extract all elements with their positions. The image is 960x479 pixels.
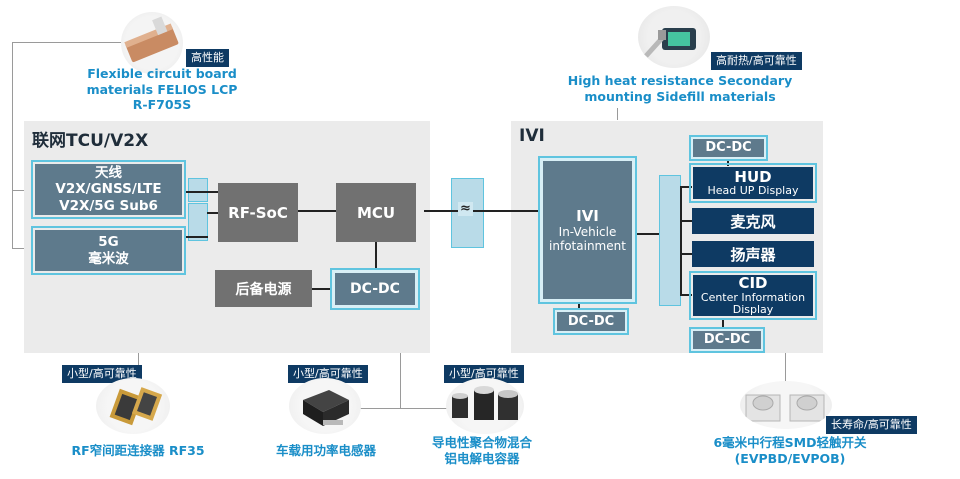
rf35-image (96, 378, 170, 434)
switch-tag: 长寿命/高可靠性 (826, 416, 917, 434)
rf35-caption: RF窄间距连接器 RF35 (71, 443, 205, 458)
backup-power-block: 后备电源 (215, 270, 312, 307)
sidefill-image (638, 6, 710, 68)
capacitor-caption: 导电性聚合物混合 铝电解电容器 (412, 435, 552, 466)
rfsoc-block: RF-SoC (218, 183, 298, 242)
ivi-top-dcdc-block: DC-DC (693, 139, 764, 157)
inductor-icon (303, 390, 349, 426)
antenna-block-frame: 天线 V2X/GNSS/LTE V2X/5G Sub6 (31, 160, 186, 219)
cid-title: CID (738, 274, 768, 293)
flex-callout-line (12, 42, 134, 43)
bus-to-speaker-line (680, 253, 692, 255)
speaker-block: 扬声器 (692, 241, 814, 267)
capacitor-caption-line2: 铝电解电容器 (444, 450, 520, 466)
cid-subtitle-2: Display (732, 302, 774, 316)
mmwave-block: 5G 毫米波 (35, 230, 182, 271)
hud-subtitle: Head UP Display (707, 184, 799, 198)
sidefill-callout-line (617, 108, 618, 120)
flex-board-image (121, 12, 183, 74)
ivi-core-title: IVI (576, 206, 599, 225)
inductor-image (289, 378, 361, 434)
capacitor-icon (452, 386, 518, 420)
dcdc-callout-line (352, 408, 482, 409)
hud-title: HUD (734, 167, 772, 186)
ivi-core-dcdc-block: DC-DC (557, 312, 625, 331)
sidefill-caption: High heat resistance Secondary mounting … (567, 73, 793, 104)
switch-caption-line2: (EVPBD/EVPOB) (734, 450, 846, 466)
flex-callout-line (12, 42, 13, 248)
capacitor-tag: 小型/高可靠性 (444, 365, 524, 383)
mcu-to-dcdc-line (375, 242, 377, 272)
mmwave-block-frame: 5G 毫米波 (31, 226, 186, 275)
sidefill-tag: 高耐热/高可靠性 (711, 52, 802, 70)
rfsoc-to-mcu-line (298, 210, 336, 212)
ivi-core-dcdc-frame: DC-DC (553, 308, 629, 335)
cid-block: CID Center Information Display (693, 275, 813, 316)
bus-to-hud-line (680, 186, 692, 188)
capacitor-caption-line1: 导电性聚合物混合 (431, 435, 532, 450)
mmwave-sublabel: 毫米波 (88, 250, 129, 267)
flex-board-icon (124, 16, 179, 63)
tcu-dcdc-frame: DC-DC (330, 268, 420, 310)
switch-image (740, 381, 832, 429)
switch-caption: 6毫米中行程SMD轻触开关 (EVPBD/EVPOB) (690, 435, 890, 466)
ivi-core-subtitle: In-Vehicle (558, 224, 617, 239)
hud-frame: HUD Head UP Display (689, 163, 817, 203)
switch-callout-line (785, 345, 786, 385)
dcdc-callout-line (400, 310, 401, 408)
ivi-core-frame: IVI In-Vehicle infotainment (538, 156, 637, 304)
antenna-to-rfsoc-line (186, 191, 222, 193)
ivi-core-subtitle-2: infotainment (549, 239, 626, 253)
hud-block: HUD Head UP Display (693, 167, 813, 199)
backup-to-dcdc-line (312, 288, 334, 290)
ivi-bottom-dcdc-block: DC-DC (693, 331, 761, 349)
mmwave-label: 5G (98, 234, 119, 251)
link-break-symbol: ≈ (458, 201, 473, 216)
flex-callout-line (12, 190, 32, 191)
antenna-connector (188, 178, 208, 202)
mcu-block: MCU (336, 183, 416, 242)
cid-subtitle: Center Information (700, 290, 806, 304)
sidefill-icon (644, 28, 696, 58)
rfsoc-input-line (207, 212, 222, 214)
mic-block: 麦克风 (692, 208, 814, 234)
antenna-bands-5g: V2X/5G Sub6 (59, 197, 158, 214)
bus-to-mic-line (680, 220, 692, 222)
bus-to-cid-line (680, 294, 692, 296)
inductor-tag: 小型/高可靠性 (288, 365, 368, 383)
flex-caption: Flexible circuit board materials FELIOS … (86, 66, 238, 113)
inductor-caption: 车载用功率电感器 (275, 443, 376, 458)
rf35-icon (109, 387, 163, 426)
ivi-bus-line (680, 186, 682, 296)
ivi-to-bus-line (637, 233, 661, 235)
ivi-core-block: IVI In-Vehicle infotainment (543, 161, 632, 299)
switch-caption-line1: 6毫米中行程SMD轻触开关 (713, 435, 867, 450)
antenna-block: 天线 V2X/GNSS/LTE V2X/5G Sub6 (35, 164, 182, 215)
antenna-label: 天线 (95, 165, 122, 182)
ivi-title: IVI (519, 126, 545, 146)
ivi-top-dcdc-frame: DC-DC (689, 135, 768, 161)
cid-to-dcdc-line (722, 320, 724, 328)
flex-callout-line (12, 248, 32, 249)
flex-tag: 高性能 (186, 49, 229, 67)
tcu-dcdc-block: DC-DC (335, 273, 415, 305)
ivi-peripheral-connector (659, 175, 681, 306)
capacitor-image (446, 378, 524, 434)
cid-frame: CID Center Information Display (689, 271, 817, 320)
tcu-title: 联网TCU/V2X (32, 131, 149, 151)
switch-icon (745, 394, 825, 422)
mmwave-to-rfsoc-line (186, 236, 208, 238)
antenna-bands: V2X/GNSS/LTE (55, 181, 162, 198)
ivi-bottom-dcdc-frame: DC-DC (689, 327, 765, 353)
mmwave-connector (188, 203, 208, 241)
